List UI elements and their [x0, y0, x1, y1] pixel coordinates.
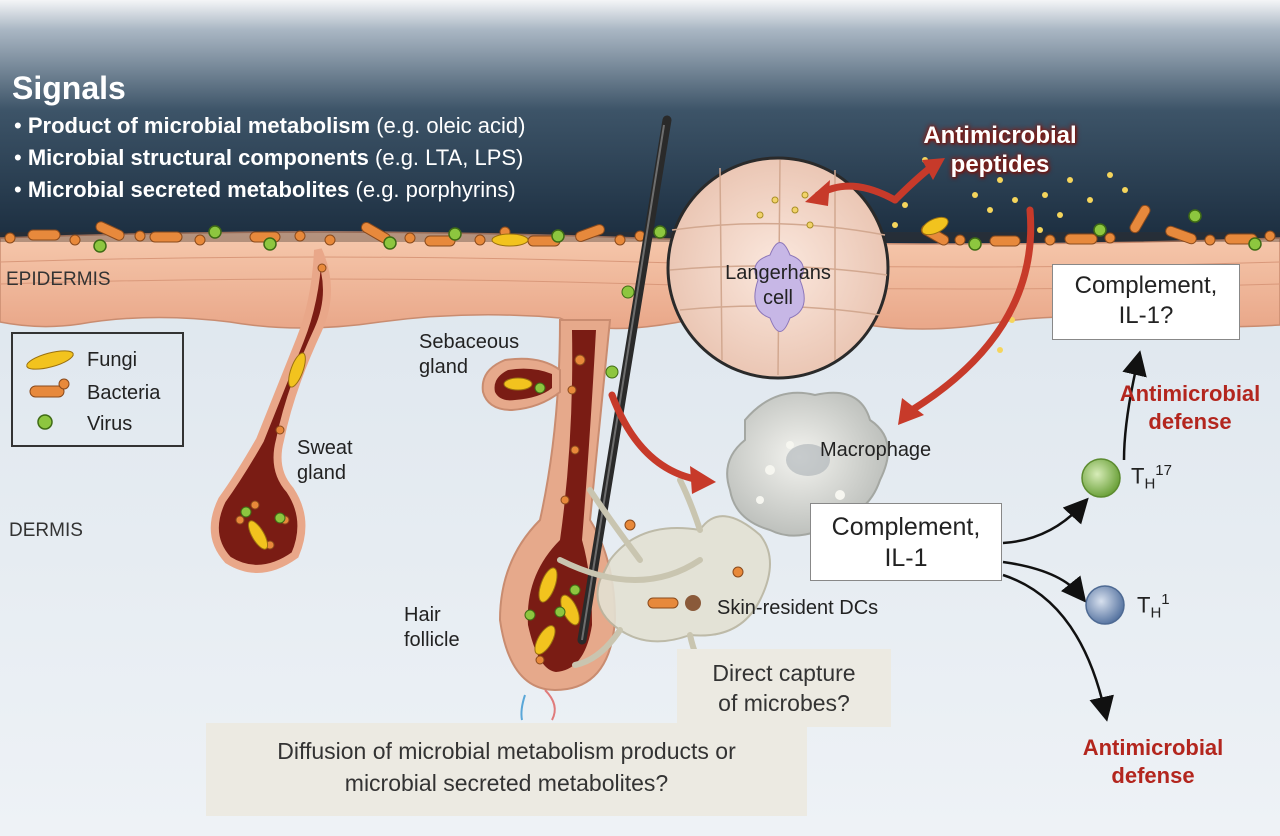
signal-item-example: (e.g. porphyrins): [355, 177, 516, 202]
langerhans-label-line2: cell: [762, 287, 793, 309]
complement-mid-line1: Complement,: [831, 513, 981, 541]
dermis-label: DERMIS: [9, 520, 83, 541]
signal-item-bold: Product of microbial metabolism: [27, 113, 371, 138]
hair-follicle-label-line1: Hair: [404, 604, 441, 626]
sebaceous-gland-label-line2: gland: [419, 356, 468, 378]
signal-item: • Microbial secreted metabolites (e.g. p…: [14, 177, 516, 202]
signal-item-example: (e.g. LTA, LPS): [375, 145, 524, 170]
th1-base: T: [1137, 592, 1151, 618]
black-arrows: [1002, 350, 1147, 722]
th1-cell: [1085, 585, 1125, 625]
amp-label-line1: Antimicrobial: [923, 122, 1077, 149]
complement-il1-question-box: Complement, IL-1?: [1052, 264, 1240, 340]
sebaceous-gland-label-line1: Sebaceous: [419, 331, 520, 353]
diffusion-line2: microbial secreted metabolites?: [344, 770, 669, 796]
langerhans-cell-label: Langerhans cell: [718, 261, 838, 311]
th17-base: T: [1131, 463, 1145, 489]
th17-sup: 17: [1155, 462, 1172, 479]
legend-virus-label: Virus: [87, 413, 133, 435]
diffusion-line1: Diffusion of microbial metabolism produc…: [277, 738, 736, 764]
direct-capture-line2: of microbes?: [718, 690, 850, 716]
sebaceous-gland: [481, 285, 635, 412]
th1-sub: H: [1150, 604, 1162, 622]
hair-follicle: [498, 115, 672, 721]
legend-bacteria-label: Bacteria: [87, 382, 161, 404]
defense-lower-line2: defense: [1111, 763, 1195, 788]
signal-item-bold: Microbial structural components: [27, 145, 369, 170]
sweat-gland-label: Sweat gland: [297, 436, 353, 486]
surface-microbes: [0, 204, 1280, 253]
signal-item: • Microbial structural components (e.g. …: [14, 145, 524, 170]
antimicrobial-defense-upper: Antimicrobial defense: [1100, 380, 1280, 436]
epidermis-label: EPIDERMIS: [6, 269, 111, 290]
direct-capture-line1: Direct capture: [712, 660, 856, 686]
sweat-gland-label-line1: Sweat: [297, 437, 353, 459]
complement-mid-line2: IL-1: [884, 544, 928, 572]
legend-icons: [26, 350, 74, 430]
red-arrows: [608, 164, 1035, 484]
sebaceous-gland-label: Sebaceous gland: [419, 330, 519, 380]
antimicrobial-peptides-label: Antimicrobial peptides: [900, 121, 1100, 179]
signal-item-example: (e.g. oleic acid): [376, 113, 526, 138]
langerhans-inset: [666, 156, 890, 380]
skin-dcs-label: Skin-resident DCs: [717, 597, 879, 619]
signal-item-bold: Microbial secreted metabolites: [27, 177, 350, 202]
th1-sup: 1: [1161, 591, 1170, 608]
legend: Fungi Bacteria Virus: [11, 332, 184, 447]
skin-resident-dc-shape: [557, 477, 771, 703]
direct-capture-box: Direct capture of microbes?: [677, 649, 891, 727]
macrophage-label: Macrophage: [820, 439, 932, 461]
signals-title: Signals: [12, 70, 126, 106]
signal-item: • Product of microbial metabolism (e.g. …: [14, 113, 526, 138]
sweat-gland-label-line2: gland: [297, 462, 346, 484]
th17-label: TH17: [1131, 462, 1172, 493]
th17-sub: H: [1144, 475, 1156, 493]
hair-follicle-label-line2: follicle: [404, 629, 460, 651]
diffusion-box: Diffusion of microbial metabolism produc…: [206, 723, 807, 816]
th17-cell: [1081, 458, 1121, 498]
legend-fungi-label: Fungi: [87, 349, 138, 371]
macrophage-shape: [726, 391, 889, 537]
sweat-gland: [210, 248, 331, 573]
langerhans-label-line1: Langerhans: [725, 262, 831, 284]
complement-top-line1: Complement,: [1074, 272, 1218, 299]
hair-follicle-label: Hair follicle: [404, 603, 460, 653]
th1-label: TH1: [1137, 591, 1170, 622]
defense-upper-line1: Antimicrobial: [1119, 381, 1261, 406]
red-arrowheads: [690, 158, 945, 494]
complement-il1-box: Complement, IL-1: [810, 503, 1002, 581]
defense-lower-line1: Antimicrobial: [1082, 735, 1224, 760]
complement-top-line2: IL-1?: [1118, 302, 1174, 329]
amp-label-line2: peptides: [950, 151, 1050, 178]
antimicrobial-defense-lower: Antimicrobial defense: [1058, 734, 1248, 790]
defense-upper-line2: defense: [1148, 409, 1232, 434]
